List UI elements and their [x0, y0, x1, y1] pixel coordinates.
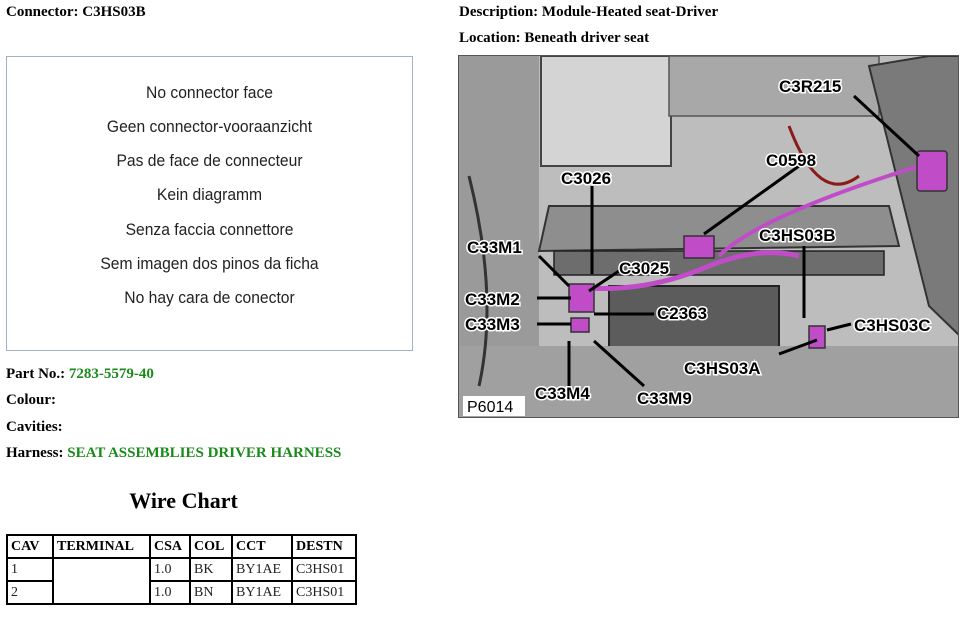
callout-c33m2: C33M2	[465, 290, 520, 309]
callout-c3hs03c: C3HS03C	[854, 316, 931, 335]
cell-cav: 1	[6, 557, 54, 582]
harness-label: Harness:	[6, 445, 64, 461]
location-photo: C3R215 C0598 C3026 C3HS03B C33M1 C3025 C…	[458, 55, 959, 418]
cell-destn: C3HS01	[291, 557, 357, 582]
header-cct: CCT	[231, 534, 293, 559]
no-face-text-en: No connector face	[146, 83, 273, 102]
table-row: 2 1.0 BN BY1AE C3HS01	[6, 580, 357, 605]
picture-number: P6014	[467, 399, 513, 416]
wire-chart-header-row: CAV TERMINAL CSA COL CCT DESTN	[6, 534, 357, 559]
connector-field: Connector: C3HS03B	[6, 4, 146, 21]
callout-c33m4: C33M4	[535, 384, 590, 403]
location-illustration: C3R215 C0598 C3026 C3HS03B C33M1 C3025 C…	[459, 56, 958, 417]
no-face-text-it: Senza faccia connettore	[125, 220, 294, 239]
callout-c3r215: C3R215	[779, 77, 841, 96]
description-value: Module-Heated seat-Driver	[541, 4, 719, 20]
header-terminal: TERMINAL	[52, 534, 151, 559]
callout-c3hs03a: C3HS03A	[684, 359, 761, 378]
callout-c2363: C2363	[657, 304, 707, 323]
no-connector-face-panel: No connector face Geen connector-vooraan…	[6, 56, 413, 351]
wire-chart-table: CAV TERMINAL CSA COL CCT DESTN 1 1.0 BK …	[6, 534, 357, 605]
header-col: COL	[189, 534, 233, 559]
part-no-label: Part No.:	[6, 366, 66, 382]
callout-c3025: C3025	[619, 259, 669, 278]
colour-field: Colour:	[6, 392, 56, 409]
no-face-text-fr: Pas de face de connecteur	[116, 151, 303, 170]
header-csa: CSA	[149, 534, 191, 559]
header-destn: DESTN	[291, 534, 357, 559]
harness-link[interactable]: SEAT ASSEMBLIES DRIVER HARNESS	[67, 445, 342, 461]
cell-col: BN	[189, 580, 233, 605]
callout-c33m3: C33M3	[465, 315, 520, 334]
location-field: Location: Beneath driver seat	[459, 30, 649, 47]
callout-c33m1: C33M1	[467, 238, 522, 257]
connector-value: C3HS03B	[82, 4, 146, 20]
location-label: Location:	[459, 30, 521, 46]
callout-c0598: C0598	[766, 151, 816, 170]
harness-field: Harness: SEAT ASSEMBLIES DRIVER HARNESS	[6, 445, 341, 462]
connector-label: Connector:	[6, 4, 79, 20]
cell-csa: 1.0	[149, 580, 191, 605]
cell-csa: 1.0	[149, 557, 191, 582]
cavities-field: Cavities:	[6, 419, 63, 436]
description-label: Description:	[459, 4, 539, 20]
part-no-field: Part No.: 7283-5579-40	[6, 366, 154, 383]
no-face-text-nl: Geen connector-vooraanzicht	[106, 117, 313, 136]
header-cav: CAV	[6, 534, 54, 559]
part-no-link[interactable]: 7283-5579-40	[68, 366, 154, 382]
no-face-text-pt: Sem imagen dos pinos da ficha	[100, 254, 319, 273]
cell-cct: BY1AE	[231, 557, 293, 582]
cavities-label: Cavities:	[6, 419, 63, 435]
location-value: Beneath driver seat	[524, 30, 650, 46]
cell-destn: C3HS01	[291, 580, 357, 605]
cell-terminal	[52, 557, 151, 605]
cell-cav: 2	[6, 580, 54, 605]
cell-cct: BY1AE	[231, 580, 293, 605]
callout-c33m9: C33M9	[637, 389, 692, 408]
no-face-text-de: Kein diagramm	[156, 185, 263, 204]
no-face-text-es: No hay cara de conector	[124, 288, 295, 307]
cell-col: BK	[189, 557, 233, 582]
wire-chart-title: Wire Chart	[129, 488, 238, 513]
description-field: Description: Module-Heated seat-Driver	[459, 4, 718, 21]
callout-c3hs03b: C3HS03B	[759, 226, 836, 245]
table-row: 1 1.0 BK BY1AE C3HS01	[6, 557, 357, 605]
callout-c3026: C3026	[561, 169, 611, 188]
colour-label: Colour:	[6, 392, 56, 408]
